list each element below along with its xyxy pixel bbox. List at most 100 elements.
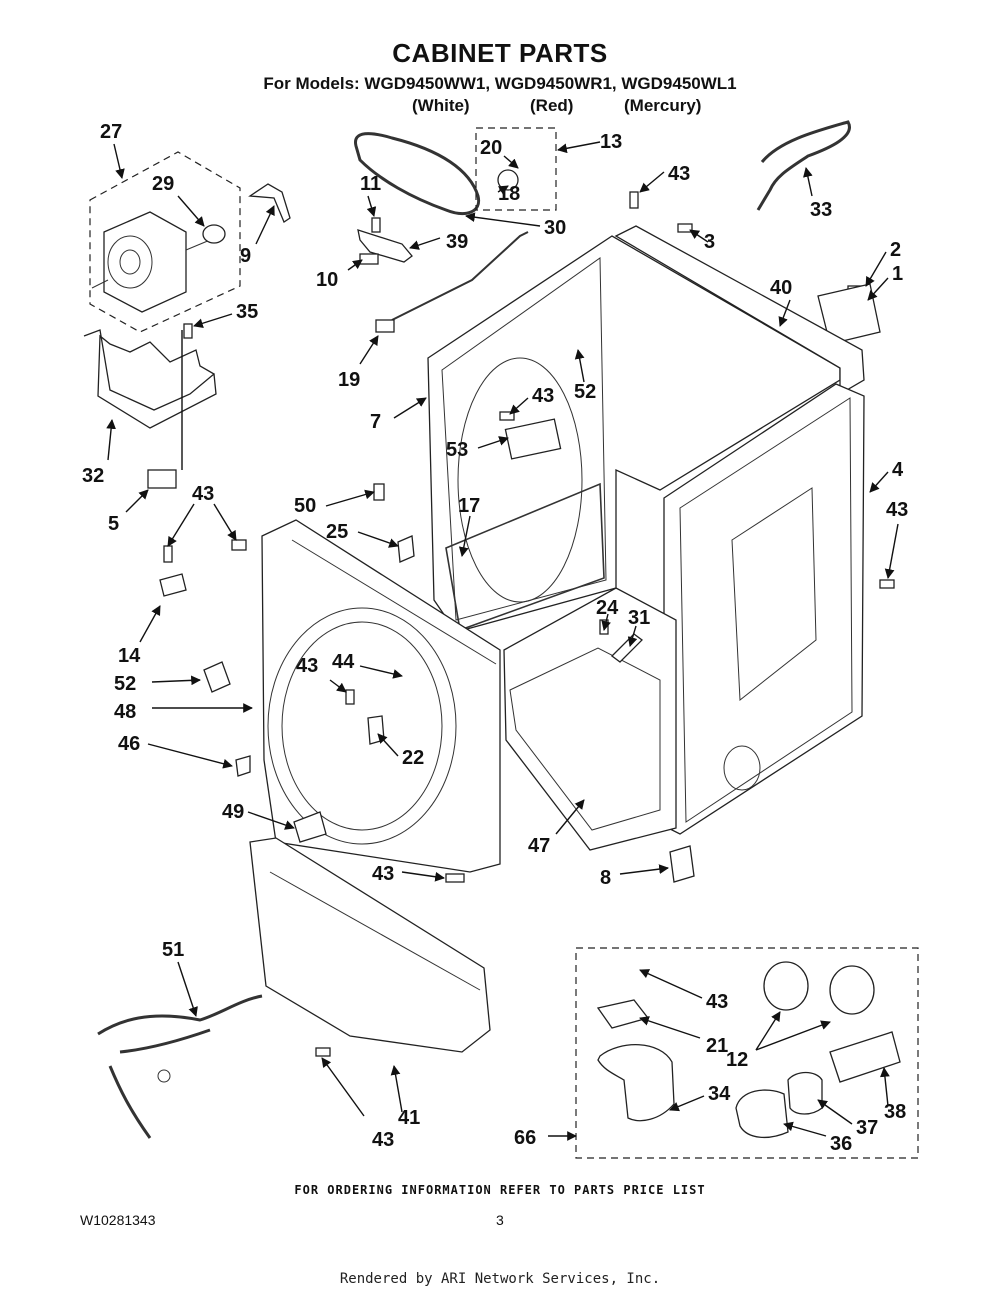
callout-50: 50 [294, 495, 316, 517]
page-title: CABINET PARTS [392, 38, 608, 68]
callout-36: 36 [830, 1133, 852, 1155]
callout-32: 32 [82, 465, 104, 487]
idler-group-outline [475, 127, 557, 211]
wire-harness [97, 994, 263, 1139]
variant-mercury: (Mercury) [624, 96, 702, 115]
front-panel [261, 519, 501, 873]
callout-41: 41 [398, 1107, 420, 1129]
callout-30: 30 [544, 217, 566, 239]
hinge-52b [203, 661, 231, 693]
callout-3: 3 [704, 231, 715, 253]
callout-27: 27 [100, 121, 122, 143]
power-cord [756, 120, 851, 211]
callout-48: 48 [114, 701, 136, 723]
callout-24: 24 [596, 597, 619, 619]
callout-52a: 52 [574, 381, 596, 403]
vent-cap-12b [829, 965, 875, 1015]
motor-pulley [202, 224, 226, 244]
callout-39: 39 [446, 231, 468, 253]
callout-53: 53 [446, 439, 468, 461]
screw-3 [677, 223, 693, 233]
screw-43b-side [879, 579, 895, 589]
variant-white: (White) [412, 96, 470, 115]
callout-33: 33 [810, 199, 832, 221]
callout-21: 21 [706, 1035, 728, 1057]
callout-10: 10 [316, 269, 338, 291]
screw-43e [345, 689, 355, 705]
screw-43c [163, 545, 173, 563]
callout-19: 19 [338, 369, 360, 391]
variant-red: (Red) [530, 96, 574, 115]
callout-14: 14 [118, 645, 141, 667]
clamp-36 [735, 1089, 789, 1138]
rendered-by: Rendered by ARI Network Services, Inc. [339, 1271, 661, 1287]
leveling-leg [669, 845, 695, 883]
callout-22: 22 [402, 747, 424, 769]
vent-plate-21 [596, 999, 650, 1029]
callout-43g: 43 [706, 991, 728, 1013]
toe-panel [249, 837, 491, 1053]
page-number: 3 [496, 1212, 504, 1228]
callout-46: 46 [118, 733, 140, 755]
callout-17: 17 [458, 495, 480, 517]
callout-9: 9 [240, 245, 251, 267]
access-cover [817, 283, 881, 345]
callout-35: 35 [236, 301, 258, 323]
ordering-note: FOR ORDERING INFORMATION REFER TO PARTS … [294, 1183, 706, 1197]
callout-13: 13 [600, 131, 622, 153]
idler-spring [359, 253, 379, 265]
callout-51: 51 [162, 939, 184, 961]
screw-43d [231, 539, 247, 551]
exhaust-kit-outline [575, 947, 919, 1159]
callout-43f: 43 [372, 863, 394, 885]
duct-37 [787, 1071, 823, 1115]
models-line: For Models: WGD9450WW1, WGD9450WR1, WGD9… [263, 74, 737, 93]
duct-38 [829, 1031, 901, 1083]
callout-38: 38 [884, 1101, 906, 1123]
screw-35 [183, 323, 193, 339]
hinge-49 [293, 811, 327, 843]
callout-2: 2 [890, 239, 901, 261]
motor-mount [83, 329, 217, 429]
callout-34: 34 [708, 1083, 731, 1105]
motor-switch [147, 469, 177, 489]
motor [91, 211, 211, 313]
callout-29: 29 [152, 173, 174, 195]
harness-ring [157, 1069, 171, 1083]
callout-25: 25 [326, 521, 348, 543]
callout-43c: 43 [886, 499, 908, 521]
cabinet-body [427, 225, 865, 851]
callout-4: 4 [892, 459, 904, 481]
screw-43h [315, 1047, 331, 1057]
sensor-harness [391, 231, 529, 321]
callout-1: 1 [892, 263, 903, 285]
callout-5: 5 [108, 513, 119, 535]
callout-18: 18 [498, 183, 520, 205]
callout-7: 7 [370, 411, 381, 433]
screw-43a [629, 191, 639, 209]
callout-31: 31 [628, 607, 650, 629]
idler-bracket [357, 229, 413, 263]
callout-11: 11 [360, 173, 381, 195]
bracket-22 [367, 715, 385, 745]
callout-43b: 43 [532, 385, 554, 407]
motor-group-outline [89, 151, 241, 333]
clip-46 [235, 755, 251, 777]
screw-43f [445, 873, 465, 883]
motor-clamp [248, 183, 291, 223]
callout-44: 44 [332, 651, 355, 673]
callout-43h: 43 [372, 1129, 394, 1151]
vent-cap-12a [763, 961, 809, 1011]
callout-43a: 43 [668, 163, 690, 185]
callout-43d: 43 [192, 483, 214, 505]
document-number: W10281343 [80, 1212, 156, 1228]
clip-14 [159, 573, 187, 597]
callout-12: 12 [726, 1049, 748, 1071]
callout-40: 40 [770, 277, 792, 299]
mesh-panel [445, 482, 605, 632]
screw-50 [373, 483, 385, 501]
callout-49: 49 [222, 801, 244, 823]
elbow-duct-34 [597, 1044, 675, 1122]
bracket-25 [397, 535, 415, 563]
